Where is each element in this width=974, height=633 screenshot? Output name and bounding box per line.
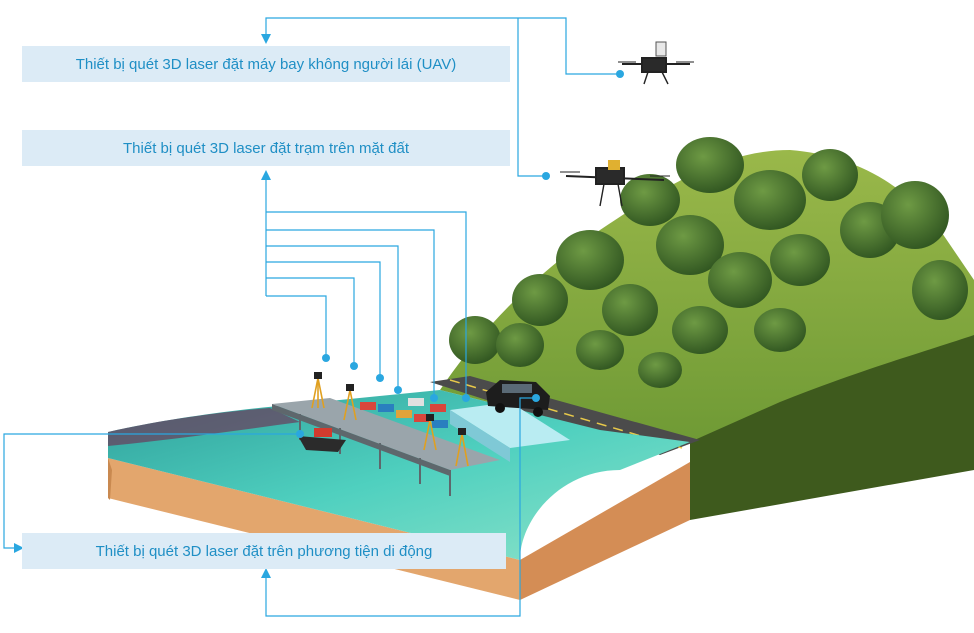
warehouse-wall — [450, 410, 510, 462]
soil-front-dark — [108, 458, 112, 500]
trees — [449, 137, 968, 388]
pier-deck-edge — [272, 404, 450, 476]
label-uav-scanner: Thiết bị quét 3D laser đặt máy bay không… — [22, 46, 510, 82]
car-icon — [486, 380, 550, 417]
label-mobile-scanner: Thiết bị quét 3D laser đặt trên phương t… — [22, 533, 506, 569]
water-dark-edge — [108, 408, 300, 446]
pier-deck — [272, 398, 500, 470]
scanner-tripod-icon — [311, 377, 469, 467]
label-ground-station-scanner: Thiết bị quét 3D laser đặt trạm trên mặt… — [22, 130, 510, 166]
soil-side — [520, 462, 690, 600]
drone-icon — [618, 41, 694, 85]
connector-lines — [3, 17, 620, 617]
boat-icon — [298, 428, 346, 452]
containers — [360, 398, 448, 428]
warehouse-roof — [450, 402, 570, 448]
hill-side-face — [690, 330, 974, 520]
connector-dots — [296, 70, 624, 438]
connector-arrows — [14, 34, 271, 578]
drone-icon — [560, 160, 670, 207]
hill-surface — [440, 150, 974, 442]
